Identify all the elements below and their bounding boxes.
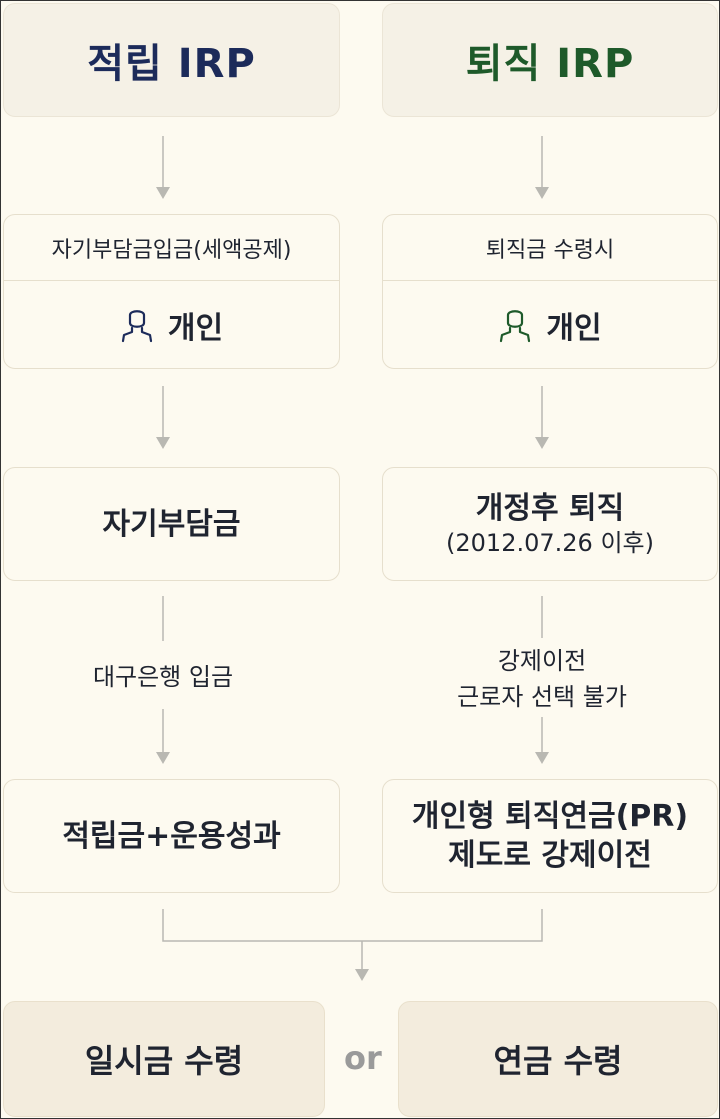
right-person-label: 개인 (546, 310, 602, 346)
or-label: or (344, 1039, 382, 1077)
person-icon (500, 309, 531, 342)
right-receipt-box: 퇴직금 수령시 개인 (382, 214, 718, 369)
right-revised-date: (2012.07.26 이후) (446, 528, 654, 557)
left-accumulation-label: 적립금+운용성과 (62, 818, 281, 854)
left-person-label: 개인 (167, 310, 224, 346)
left-connector-label: 대구은행 입금 (63, 659, 263, 695)
right-connector-line2: 근로자 선택 불가 (457, 683, 627, 711)
left-deposit-label: 자기부담금입금(세액공제) (4, 215, 339, 281)
left-deposit-box: 자기부담금입금(세액공제) 개인 (3, 214, 340, 369)
left-header-label: 적립 IRP (87, 41, 256, 87)
right-connector-line1: 강제이전 (497, 647, 587, 675)
right-transfer-line2: 제도로 강제이전 (448, 838, 652, 873)
lump-sum-label: 일시금 수령 (84, 1042, 244, 1080)
annuity-box: 연금 수령 (398, 1001, 718, 1117)
right-header-label: 퇴직 IRP (465, 41, 635, 87)
right-transfer-line1: 개인형 퇴직연금(PR) (411, 799, 689, 834)
left-connector-text: 대구은행 입금 (92, 663, 234, 691)
left-header: 적립 IRP (3, 3, 340, 117)
right-revised-title: 개정후 퇴직 (475, 490, 625, 526)
person-icon (121, 309, 152, 342)
left-accumulation-box: 적립금+운용성과 (3, 779, 340, 893)
left-self-contribution-label: 자기부담금 (102, 506, 241, 542)
right-connector-label: 강제이전 근로자 선택 불가 (422, 643, 662, 715)
left-person-row: 개인 (4, 281, 339, 368)
right-revised-box: 개정후 퇴직 (2012.07.26 이후) (382, 467, 718, 581)
right-person-row: 개인 (383, 281, 717, 368)
right-receipt-label: 퇴직금 수령시 (383, 215, 717, 281)
right-header: 퇴직 IRP (382, 3, 718, 117)
lump-sum-box: 일시금 수령 (3, 1001, 325, 1117)
annuity-label: 연금 수령 (493, 1042, 623, 1080)
right-transfer-box: 개인형 퇴직연금(PR) 제도로 강제이전 (382, 779, 718, 893)
left-self-contribution-box: 자기부담금 (3, 467, 340, 581)
